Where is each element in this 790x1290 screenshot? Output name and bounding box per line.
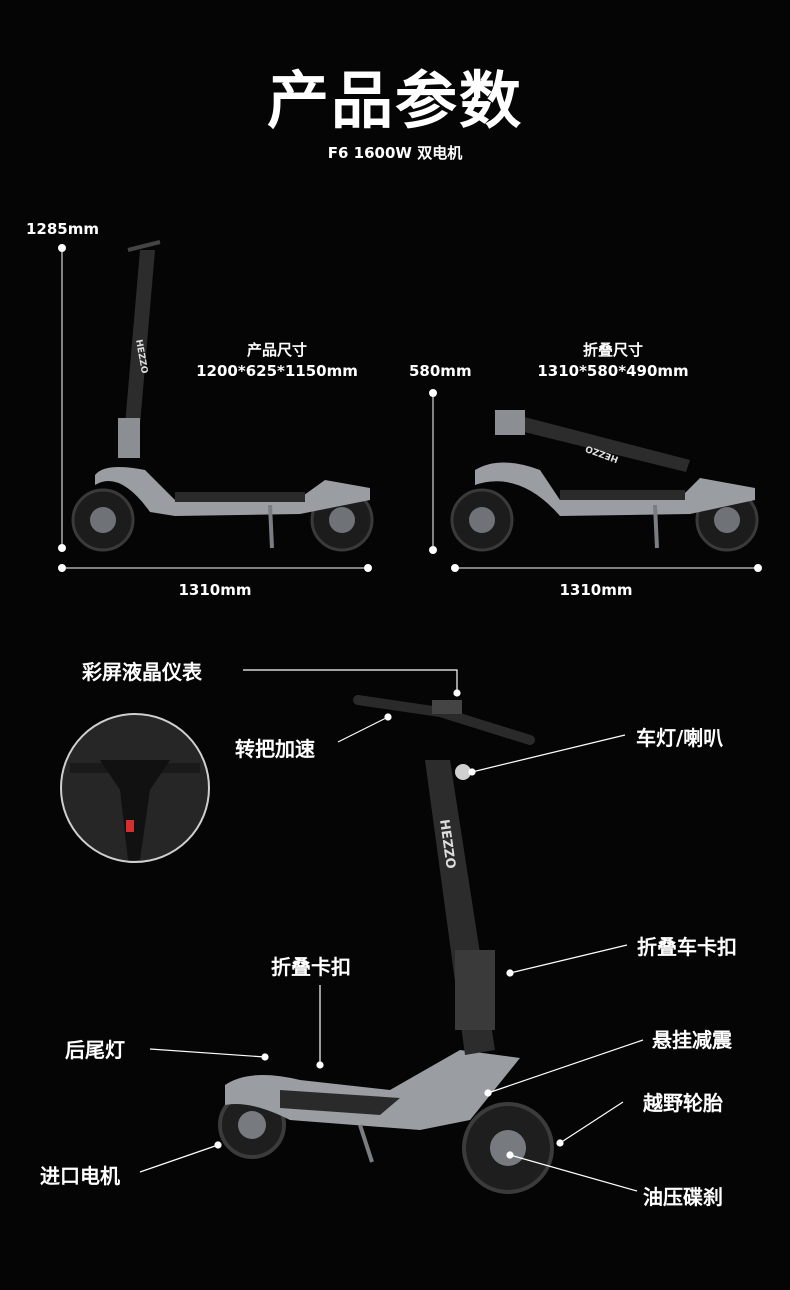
folded-size-label: 折叠尺寸 [582,341,643,359]
scooter-main-view: HEZZO [218,695,554,1194]
dashboard-inset [60,713,210,863]
feature-fold-buckle: 折叠卡扣 [271,955,351,979]
product-size-value: 1200*625*1150mm [196,362,358,380]
svg-text:HEZZO: HEZZO [436,818,458,869]
callout-line-tail-light [149,1048,269,1061]
callout-line-display [243,669,461,697]
feature-motor: 进口电机 [40,1164,120,1188]
feature-light-horn: 车灯/喇叭 [636,726,724,750]
model-subtitle: F6 1600W 双电机 [327,144,463,162]
folded-height-label: 580mm [409,362,472,380]
length-label-left: 1310mm [178,581,252,599]
callout-line-motor [139,1141,222,1173]
callout-line-disc-brake [506,1151,638,1192]
length-label-right: 1310mm [559,581,633,599]
scooter-side-view: HEZZO [71,240,374,552]
feature-offroad-tire: 越野轮胎 [643,1091,723,1115]
length-dimension-line-right [451,564,762,572]
height-dimension-line [58,244,66,552]
callout-line-throttle [337,713,392,743]
folded-height-dimension-line [429,389,437,554]
feature-display: 彩屏液晶仪表 [82,660,202,684]
callout-line-light-horn [468,734,626,776]
folded-size-value: 1310*580*490mm [537,362,689,380]
feature-throttle: 转把加速 [235,737,315,761]
callout-line-offroad-tire [556,1101,624,1147]
feature-suspension: 悬挂减震 [652,1028,732,1052]
scooter-folded-view: HEZZO [450,410,759,552]
height-label: 1285mm [26,220,100,238]
callout-line-suspension [484,1039,644,1097]
feature-fold-clip: 折叠车卡扣 [637,935,737,959]
length-dimension-line-left [58,564,372,572]
page-title: 产品参数 [266,64,523,137]
callout-line-fold-buckle [316,985,324,1069]
feature-tail-light: 后尾灯 [65,1038,125,1062]
callout-line-fold-clip [506,944,628,977]
feature-disc-brake: 油压碟刹 [643,1185,723,1209]
product-size-label: 产品尺寸 [246,341,307,359]
